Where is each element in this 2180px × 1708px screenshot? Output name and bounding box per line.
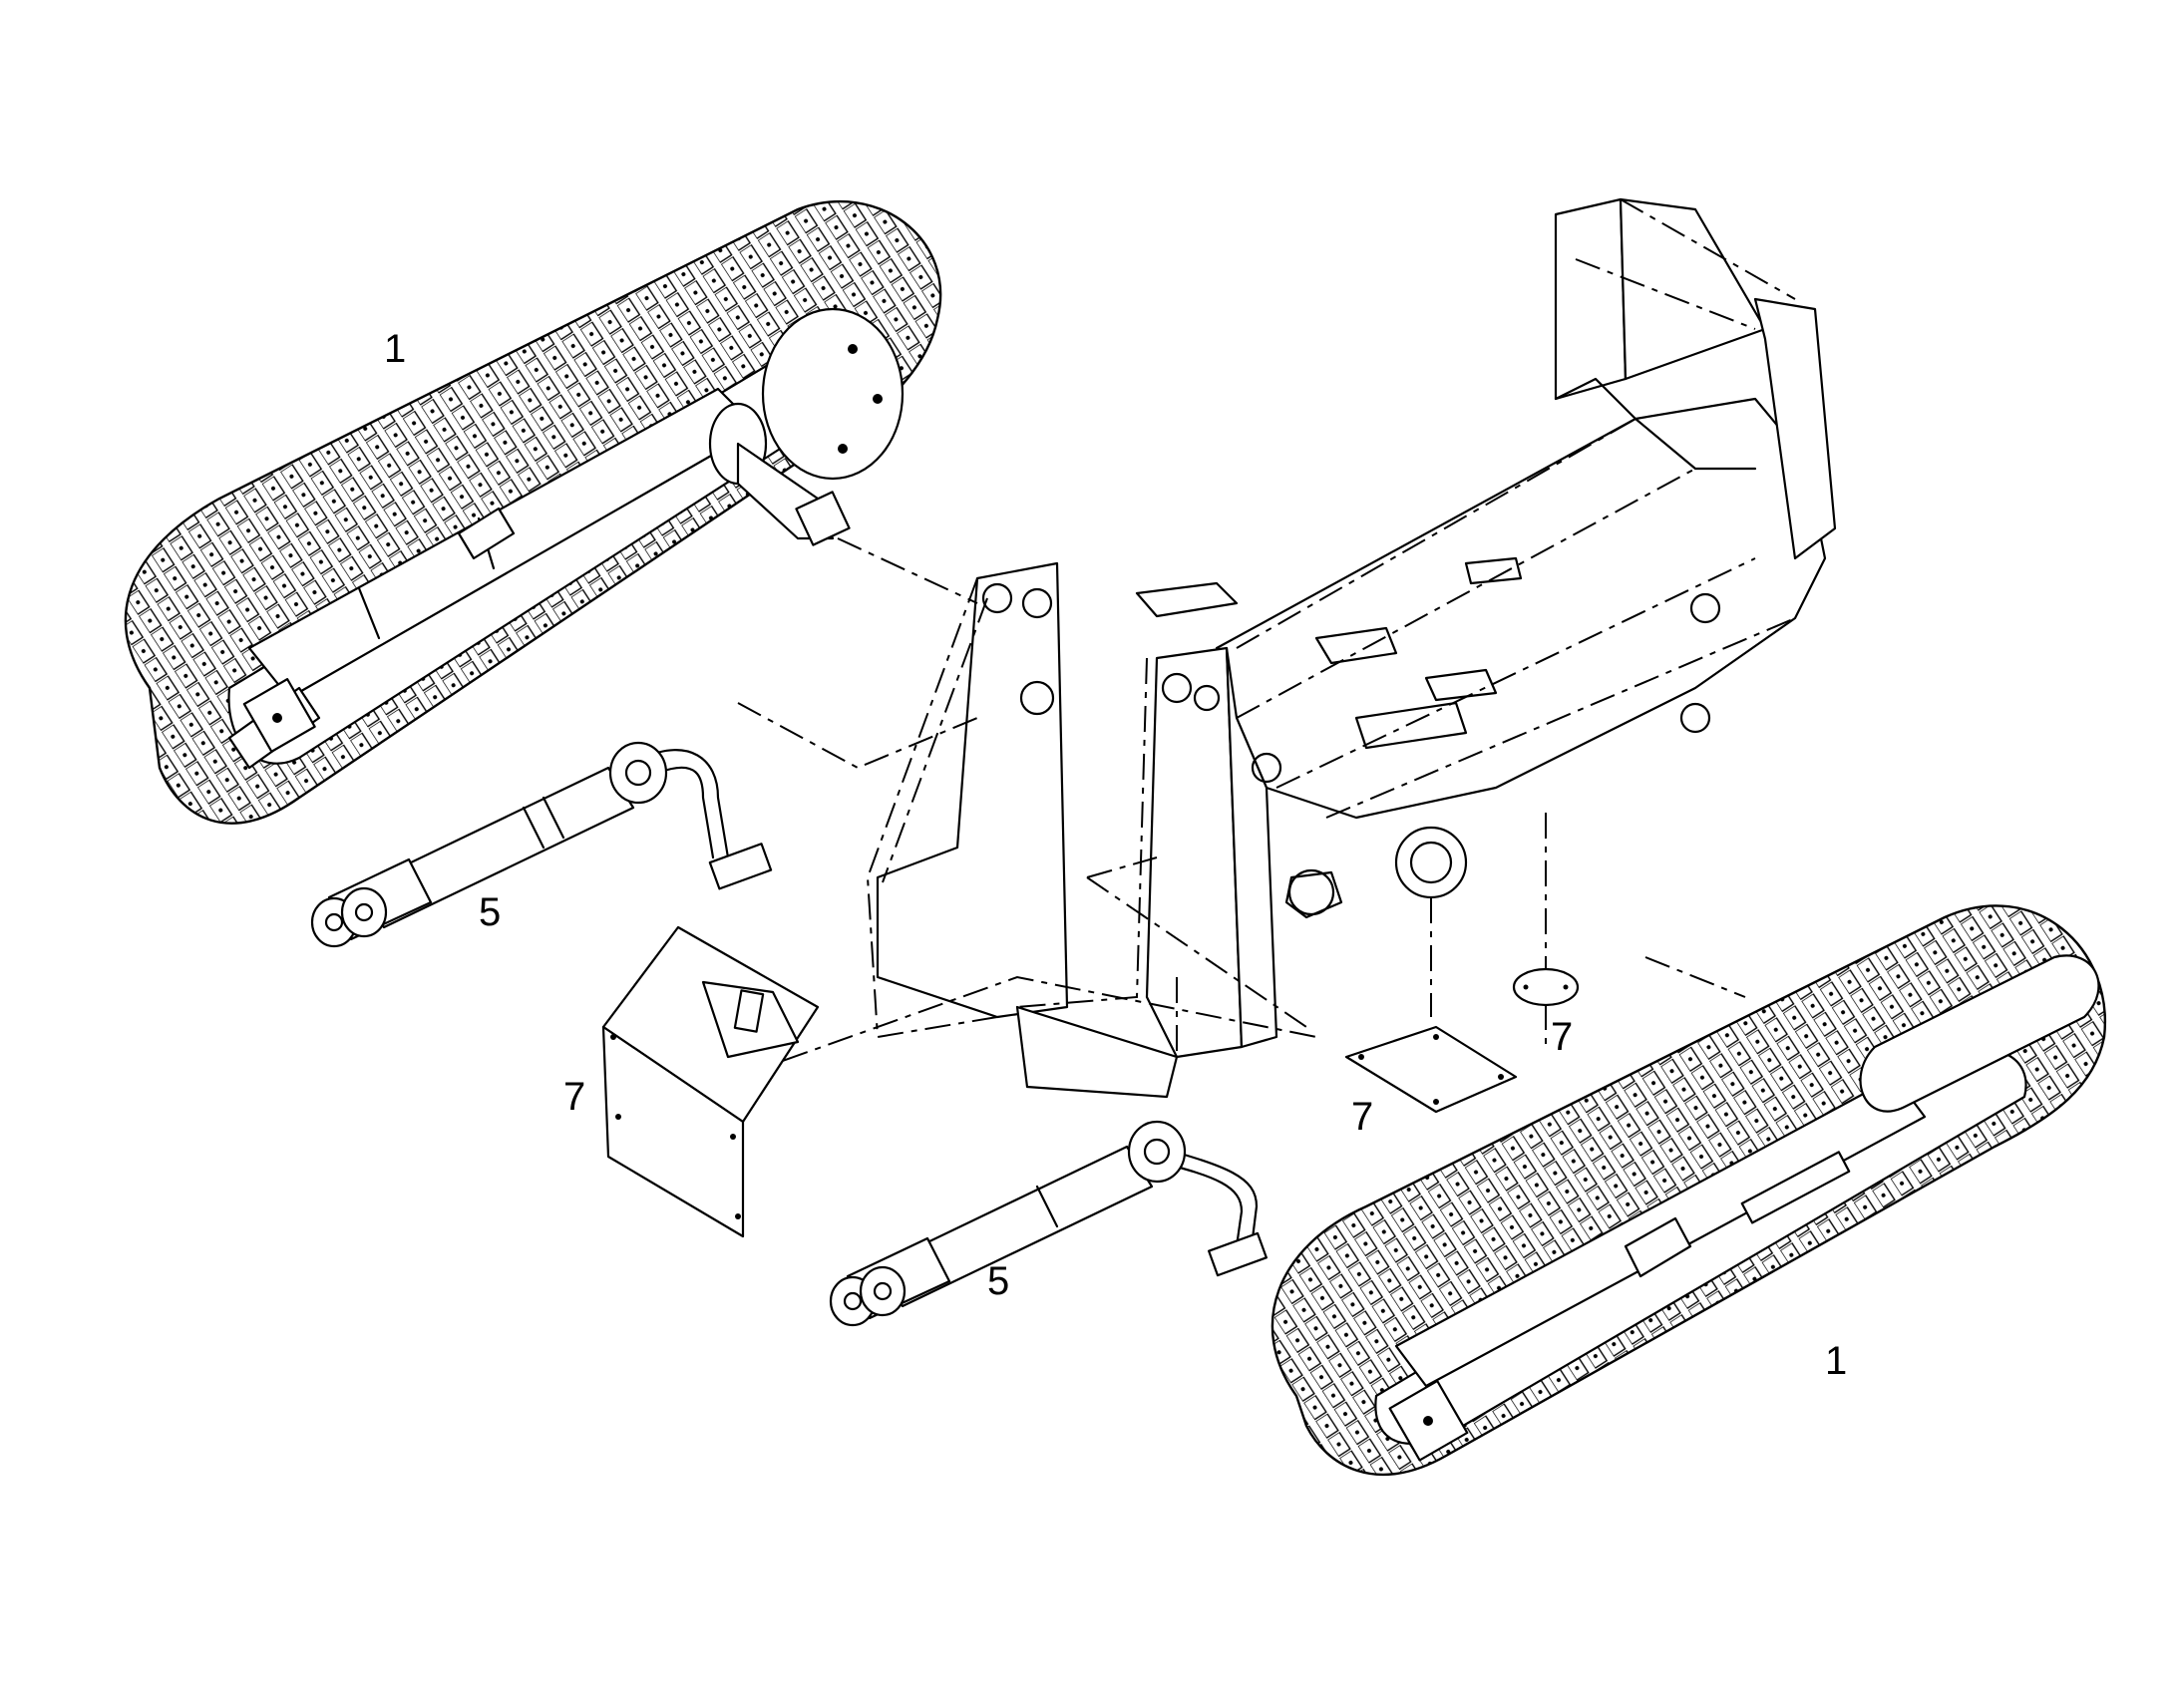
callout-cover-disc: 7	[1551, 1015, 1574, 1059]
cover-disc-part	[1512, 967, 1580, 1007]
callout-cover-plate: 7	[1351, 1095, 1374, 1139]
cover-box-part	[601, 925, 820, 1238]
callout-cylinder-lower: 5	[987, 1259, 1010, 1303]
callout-track-left: 1	[384, 327, 407, 371]
chassis-frame	[866, 197, 1837, 1099]
track-assembly-left	[124, 199, 942, 825]
callout-cylinder-upper: 5	[479, 890, 502, 934]
callout-cover-box: 7	[563, 1075, 586, 1119]
callout-track-right: 1	[1825, 1339, 1848, 1383]
hydraulic-cylinder-lower	[829, 1120, 1268, 1327]
assembly-leader-lines	[737, 537, 1746, 1078]
track-assembly-right	[1271, 904, 2107, 1477]
hydraulic-cylinder-upper	[310, 741, 773, 948]
cover-plate-part	[1344, 1025, 1518, 1114]
